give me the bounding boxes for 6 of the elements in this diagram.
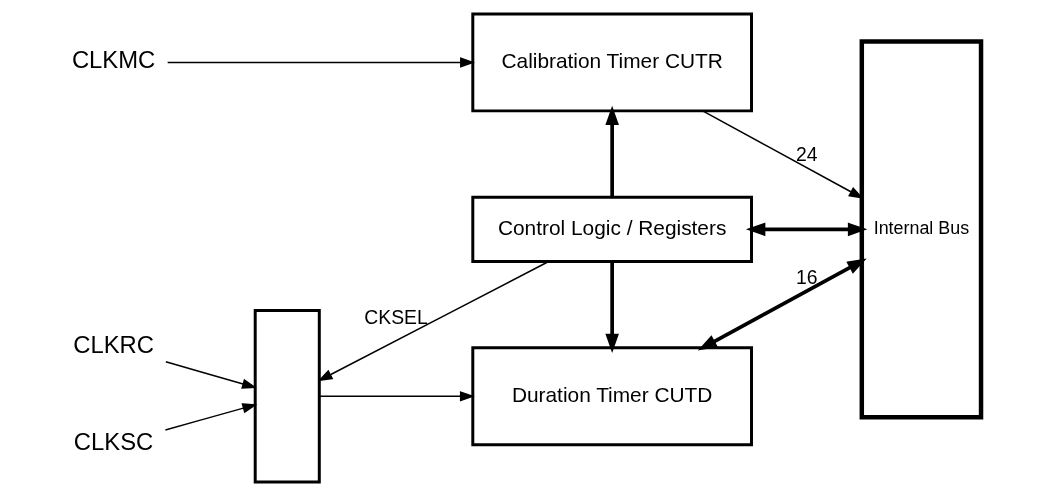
node-text: CLKSC <box>73 427 153 455</box>
edge-label: CKSEL <box>363 305 428 328</box>
node-text: CLKMC <box>71 46 155 74</box>
node-text: CLKRC <box>72 330 154 358</box>
edge-label: 24 <box>795 143 817 166</box>
edge-label: 16 <box>795 265 817 288</box>
